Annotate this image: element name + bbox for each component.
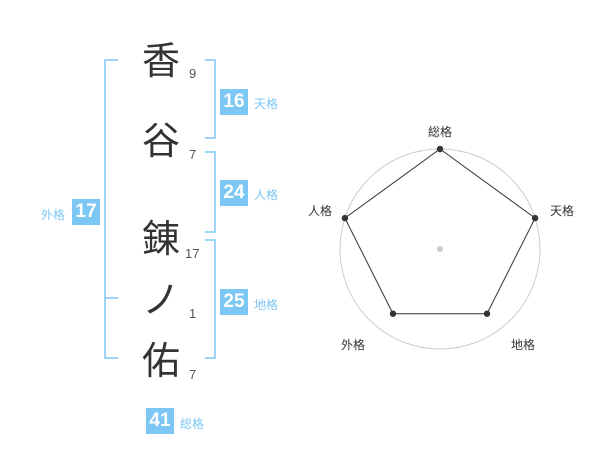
name-char-3: 錬 bbox=[142, 217, 181, 261]
chikaku-value: 25 bbox=[220, 289, 248, 315]
tenkaku-bracket bbox=[205, 59, 216, 139]
name-char-4: ノ bbox=[142, 278, 181, 322]
radar-label-gaikaku: 外格 bbox=[341, 338, 366, 352]
radar-label-soukaku: 総格 bbox=[428, 125, 453, 139]
name-char-2: 谷 bbox=[142, 119, 181, 163]
soukaku-value: 41 bbox=[146, 408, 174, 434]
radar-polygon bbox=[344, 148, 536, 315]
radar-point-5 bbox=[341, 214, 349, 222]
tenkaku-label: 天格 bbox=[254, 97, 279, 111]
stroke-count-1: 9 bbox=[189, 66, 197, 81]
gaikaku-value: 17 bbox=[72, 199, 100, 225]
name-char-5: 佑 bbox=[142, 339, 181, 383]
radar-center-dot bbox=[437, 246, 443, 252]
chikaku-bracket bbox=[205, 239, 216, 359]
jinkaku-bracket bbox=[205, 151, 216, 233]
radar-label-tenkaku: 天格 bbox=[550, 204, 575, 218]
soukaku-label: 総格 bbox=[180, 417, 205, 431]
gaikaku-bracket bbox=[104, 59, 118, 359]
radar-point-3 bbox=[483, 310, 491, 317]
chikaku-label: 地格 bbox=[254, 298, 279, 312]
radar-point-4 bbox=[389, 310, 397, 317]
radar-point-1 bbox=[436, 145, 444, 153]
radar-label-chikaku: 地格 bbox=[511, 338, 536, 352]
radar-points bbox=[341, 145, 539, 317]
radar-label-jinkaku: 人格 bbox=[308, 204, 333, 218]
radar-point-2 bbox=[531, 214, 539, 222]
tenkaku-value: 16 bbox=[220, 89, 248, 115]
jinkaku-value: 24 bbox=[220, 180, 248, 206]
stroke-count-2: 7 bbox=[189, 147, 197, 162]
stroke-count-4: 1 bbox=[189, 306, 197, 321]
stroke-count-5: 7 bbox=[189, 367, 197, 382]
jinkaku-label: 人格 bbox=[254, 188, 279, 202]
stroke-count-3: 17 bbox=[185, 246, 200, 261]
name-char-1: 香 bbox=[142, 39, 181, 83]
gaikaku-label: 外格 bbox=[41, 208, 66, 222]
